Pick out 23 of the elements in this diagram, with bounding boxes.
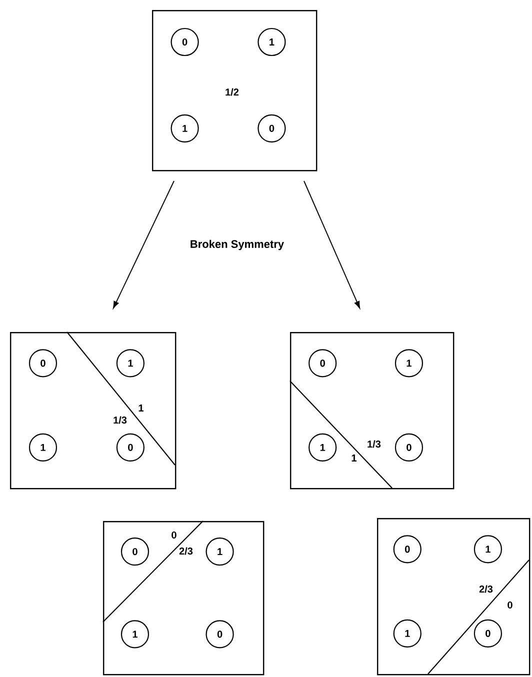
circled-site: 1 [170,114,199,142]
arrow [304,180,360,308]
circled-site: 0 [120,538,150,566]
circled-site: 0 [28,349,58,378]
circled-site: 0 [394,433,424,462]
circled-site: 1 [258,28,286,56]
circled-site: 0 [170,28,199,56]
circled-site: 0 [116,433,144,462]
circled-site: 0 [206,620,234,648]
circled-site: 0 [393,535,422,564]
circled-site: 1 [474,535,502,564]
circled-site: 0 [258,114,286,142]
circled-site: 1 [394,349,424,378]
circled-site: 1 [308,433,337,462]
circled-site: 1 [393,619,422,648]
circled-site: 0 [474,619,502,648]
circled-site: 1 [28,433,58,462]
annotation-label: Broken Symmetry [190,240,284,250]
circled-site: 1 [206,538,234,566]
circled-site: 1 [120,620,150,648]
circled-site: 0 [308,349,337,378]
arrow [113,180,174,308]
circled-site: 1 [116,349,144,378]
